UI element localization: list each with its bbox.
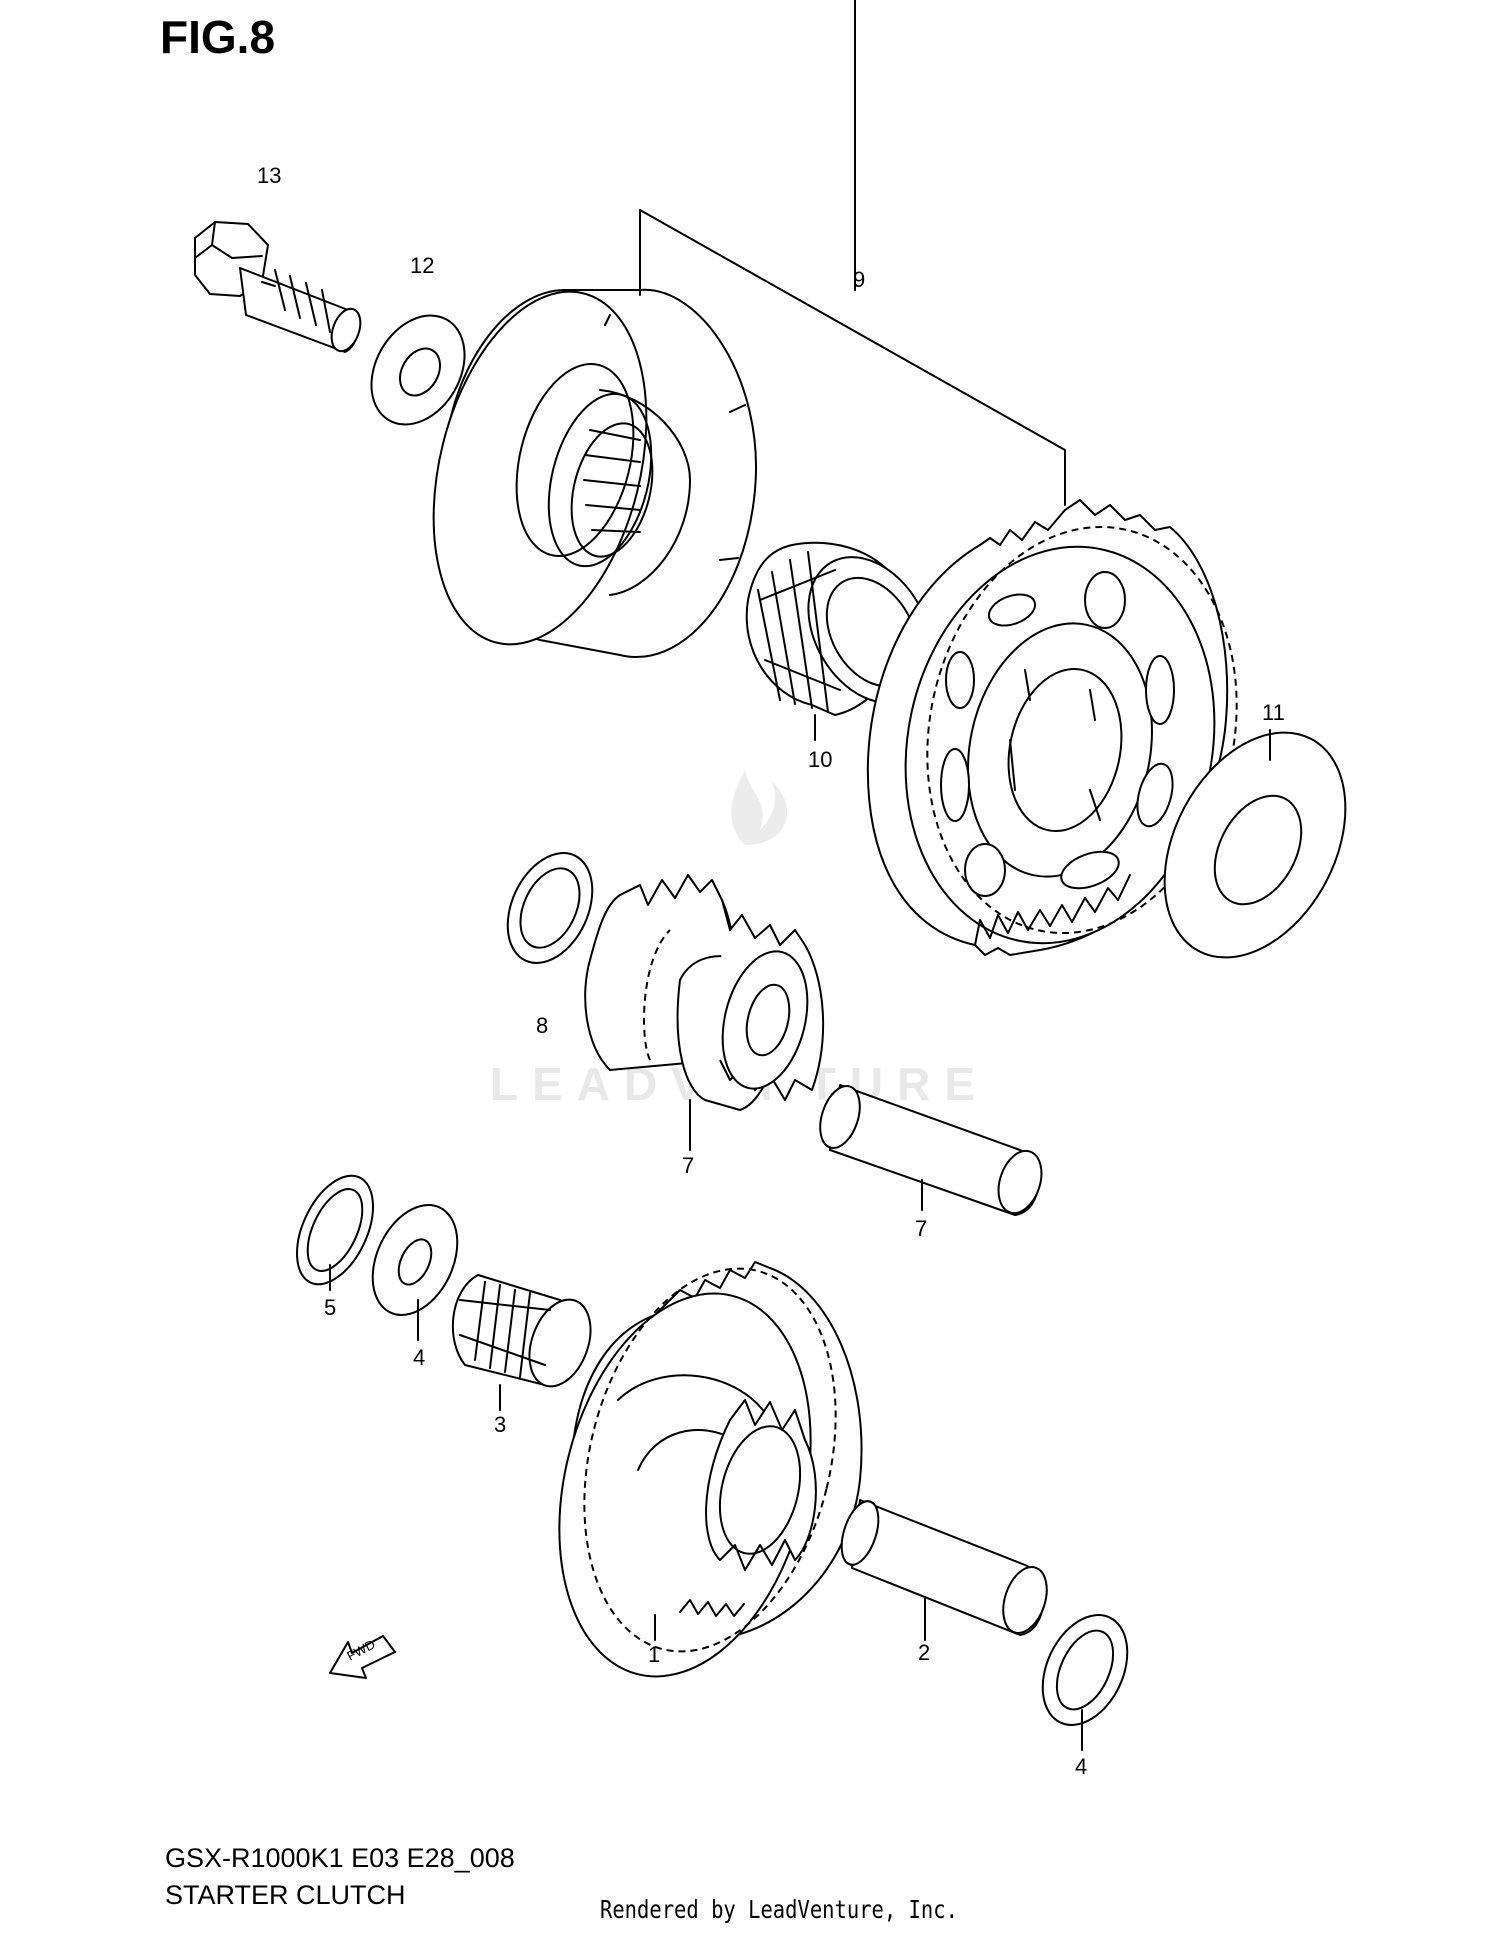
part-12-washer[interactable]	[1128, 701, 1382, 988]
part-3-needle-bearing[interactable]	[452, 1274, 602, 1411]
part-7-shaft[interactable]	[813, 1081, 1049, 1219]
callout-10: 10	[808, 747, 832, 772]
figure-title: FIG.8	[160, 11, 276, 63]
part-4-washer-lower[interactable]	[1026, 1601, 1144, 1751]
part-2-shaft[interactable]	[835, 1497, 1055, 1641]
callout-1: 1	[648, 1642, 660, 1667]
part-11-washer[interactable]	[353, 299, 484, 441]
part-8-washer[interactable]	[491, 839, 609, 976]
callout-12: 11	[1262, 700, 1285, 725]
part-6-idle-gear[interactable]	[584, 874, 825, 1151]
part-1-starter-idle-gear[interactable]	[521, 1242, 873, 1703]
callout-11: 12	[410, 253, 434, 278]
callout-5: 5	[324, 1295, 336, 1320]
part-5-washer[interactable]	[281, 1164, 388, 1296]
callout-labels: 13 12 9 10 11 8 7 7 5 4 3 1 2 4	[257, 163, 1285, 1779]
fwd-arrow-icon: FWD	[329, 1635, 396, 1679]
part-4-washer-upper[interactable]	[356, 1191, 474, 1341]
callout-13: 13	[257, 163, 281, 188]
callout-9: 9	[853, 267, 865, 292]
callout-7: 7	[915, 1216, 927, 1241]
section-name: STARTER CLUTCH	[165, 1880, 406, 1910]
part-gear-starter-driven[interactable]	[866, 498, 1273, 972]
callout-3: 3	[494, 1412, 506, 1437]
callout-6: 7	[682, 1153, 694, 1178]
model-code: GSX-R1000K1 E03 E28_008	[165, 1843, 515, 1873]
render-credit: Rendered by LeadVenture, Inc.	[600, 1895, 958, 1924]
part-9-bracket	[639, 0, 1066, 506]
part-9-starter-clutch-housing[interactable]	[399, 269, 758, 667]
callout-8: 8	[536, 1013, 548, 1038]
part-13-bolt[interactable]	[194, 221, 366, 355]
callout-2: 2	[918, 1640, 930, 1665]
callout-4-lower: 4	[1075, 1754, 1087, 1779]
callout-4-upper: 4	[413, 1345, 425, 1370]
